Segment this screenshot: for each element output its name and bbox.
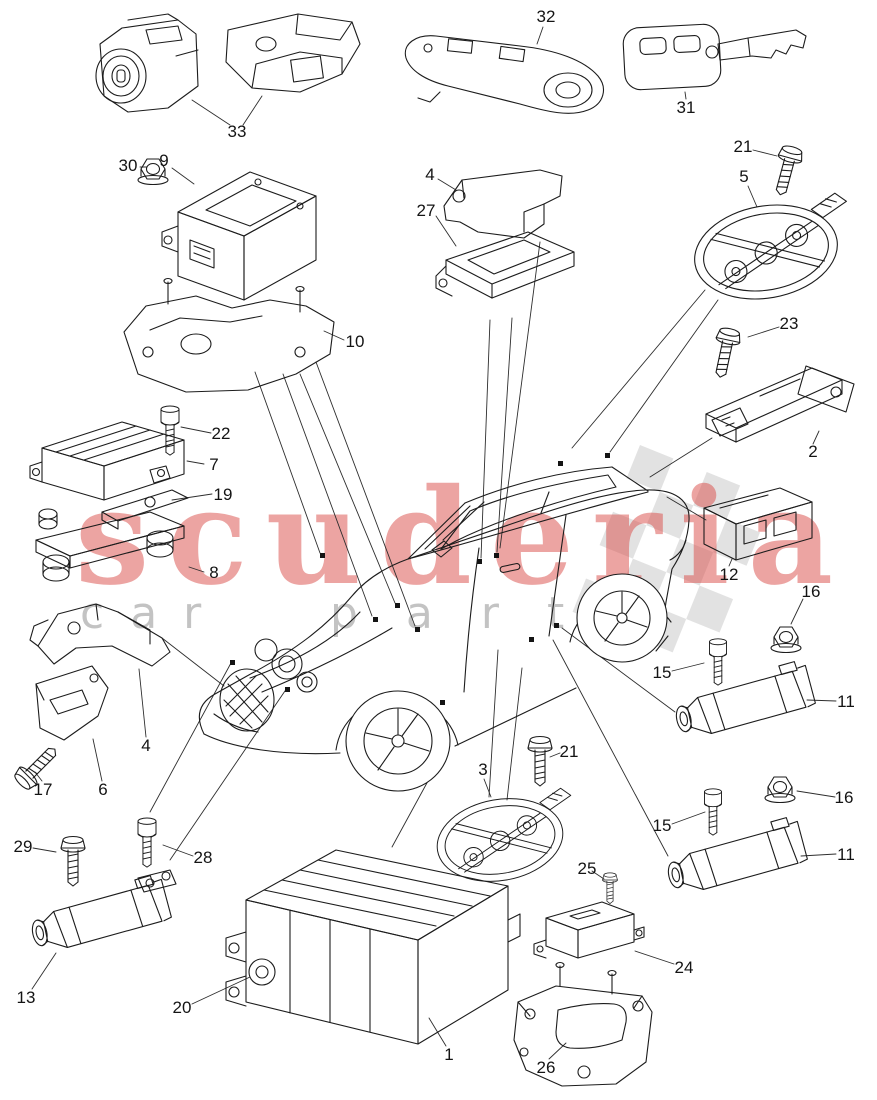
callout-17: 17	[33, 780, 53, 799]
part-5-antenna-ring	[686, 190, 862, 311]
callout-33: 33	[227, 122, 247, 141]
callout-11-lower: 11	[837, 845, 855, 864]
rear-wheel	[576, 573, 668, 663]
leader-lines	[149, 241, 719, 861]
callout-3: 3	[478, 760, 488, 779]
callout-4-top: 4	[425, 165, 435, 184]
callout-12: 12	[719, 565, 739, 584]
callout-6: 6	[98, 780, 108, 799]
callout-5: 5	[739, 167, 749, 186]
part-4-bracket-top	[443, 169, 563, 239]
callout-21-top: 21	[733, 137, 753, 156]
part-20-grommet	[248, 958, 276, 986]
callout-8: 8	[209, 563, 219, 582]
part-25-screw	[602, 872, 618, 904]
part-13-antenna-amplifier	[25, 869, 177, 955]
callout-25: 25	[577, 859, 597, 878]
part-28-screw	[137, 817, 157, 868]
callout-2: 2	[808, 442, 818, 461]
part-8-control-unit	[35, 508, 185, 582]
part-15-screw-lower	[704, 788, 722, 836]
callout-13: 13	[16, 988, 36, 1007]
part-19-spacer	[101, 489, 189, 530]
callout-9: 9	[159, 151, 169, 170]
part-26-bracket	[513, 961, 653, 1087]
callout-11-upper: 11	[837, 692, 855, 711]
part-16-nut-upper	[770, 626, 802, 654]
part-22-screw	[160, 405, 180, 456]
callout-20: 20	[172, 998, 192, 1017]
part-10-mounting-bracket	[123, 277, 335, 393]
part-21-screw-top	[768, 143, 806, 199]
part-11-antenna-amplifier-upper	[669, 658, 818, 741]
callout-1: 1	[444, 1045, 454, 1064]
callout-21-bottom: 21	[559, 742, 579, 761]
part-1-control-unit-main	[225, 849, 521, 1045]
part-9-control-unit	[161, 171, 317, 301]
part-31-remote-key	[622, 23, 807, 91]
part-2-antenna-amplifier	[705, 365, 855, 443]
callout-15-upper: 15	[652, 663, 672, 682]
callout-16-lower: 16	[834, 788, 854, 807]
watermark-tagline-left: car	[80, 588, 227, 639]
part-12-control-module	[703, 487, 813, 561]
part-7-control-unit	[29, 421, 185, 501]
part-33-ignition-lock	[95, 13, 199, 113]
callout-31: 31	[676, 98, 696, 117]
callout-29: 29	[13, 837, 33, 856]
location-markers	[230, 453, 610, 705]
part-23-screw	[707, 325, 743, 381]
callout-4-left: 4	[141, 736, 151, 755]
part-3-antenna-ring	[430, 786, 584, 892]
callout-30: 30	[118, 156, 138, 175]
callout-7: 7	[209, 455, 219, 474]
part-6-bracket	[35, 665, 109, 741]
front-wheel	[345, 690, 451, 792]
part-27-retainer	[435, 231, 575, 299]
callout-leaders	[31, 26, 837, 1060]
part-15-screw-upper	[709, 638, 727, 686]
watermark-brand: scuderia	[75, 460, 851, 615]
part-16-nut-lower	[764, 776, 796, 804]
part-4-bracket-left	[29, 603, 171, 667]
callout-32: 32	[536, 7, 556, 26]
part-24-module	[533, 901, 645, 959]
callout-26: 26	[536, 1058, 556, 1077]
part-21-screw-bottom	[527, 735, 553, 787]
callout-28: 28	[193, 848, 213, 867]
callout-15-lower: 15	[652, 816, 672, 835]
callout-24: 24	[674, 958, 694, 977]
part-11-antenna-amplifier-lower	[661, 814, 810, 897]
callout-16-upper: 16	[801, 582, 821, 601]
part-32-module	[404, 35, 604, 114]
car-illustration	[198, 453, 690, 792]
callout-27: 27	[416, 201, 436, 220]
callout-23: 23	[779, 314, 799, 333]
callout-19: 19	[213, 485, 233, 504]
callout-10: 10	[345, 332, 365, 351]
part-29-screw	[60, 835, 86, 887]
part-33-switch-housing	[225, 13, 361, 93]
callout-22: 22	[211, 424, 231, 443]
watermark: scuderia car parts	[75, 445, 851, 653]
